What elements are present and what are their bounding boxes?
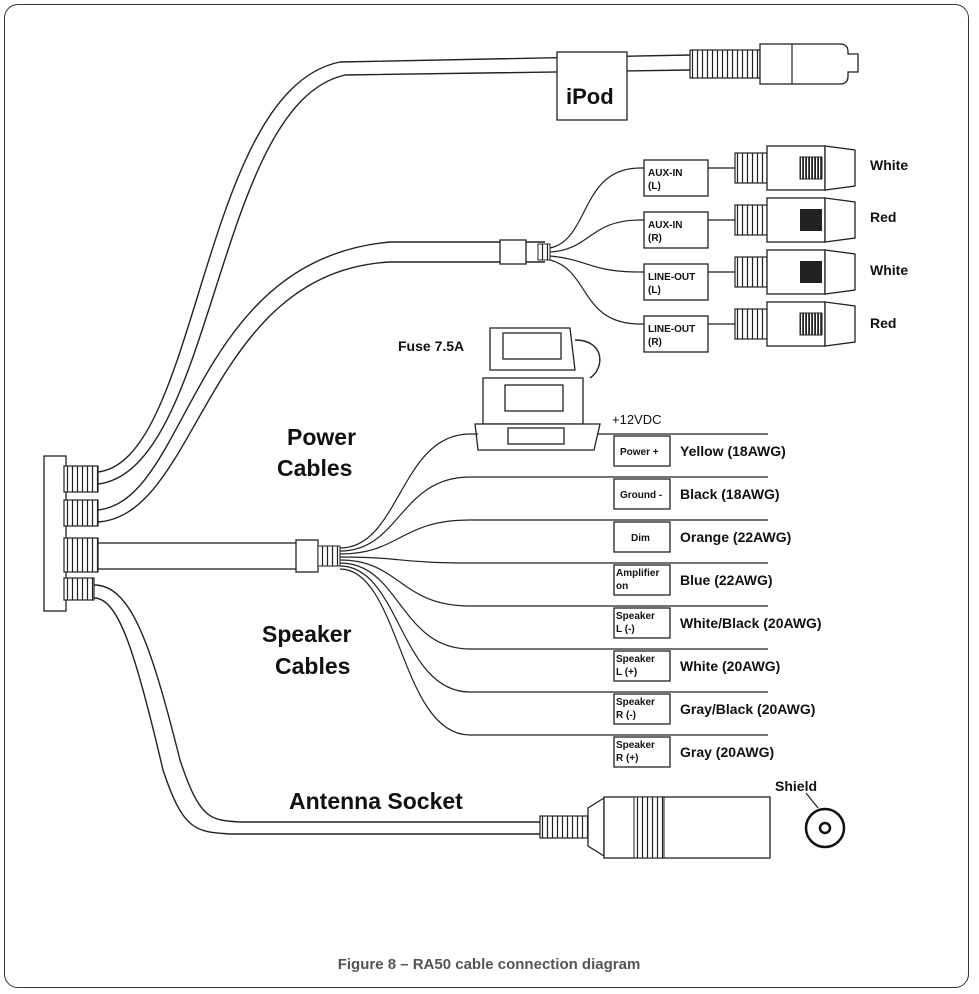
- rca-tag-1b: (L): [648, 181, 661, 192]
- antenna-cable: [93, 584, 771, 859]
- diagram-frame: [4, 4, 969, 988]
- shield-label: Shield: [775, 778, 817, 794]
- wire-color-spk-r-neg: Gray/Black (20AWG): [680, 701, 815, 717]
- wire-tag-amp-1: Amplifier: [616, 568, 659, 579]
- ipod-label-box: [556, 51, 628, 121]
- wire-tag-spk-r-pos-2: R (+): [616, 753, 639, 764]
- power-speaker-cable: [97, 433, 768, 736]
- rca-tag-1: AUX-IN: [648, 168, 682, 179]
- fuse-label: Fuse 7.5A: [398, 338, 464, 354]
- rca-tag-4: LINE-OUT: [648, 324, 695, 335]
- ipod-cable: [97, 43, 859, 485]
- wire-color-spk-l-neg: White/Black (20AWG): [680, 615, 822, 631]
- wire-color-dim: Orange (22AWG): [680, 529, 791, 545]
- rca-tag-3b: (L): [648, 285, 661, 296]
- wire-color-spk-l-pos: White (20AWG): [680, 658, 780, 674]
- vdc-label: +12VDC: [612, 412, 662, 427]
- rca-connectors: [643, 145, 856, 353]
- rca-color-2: Red: [870, 209, 896, 225]
- wire-color-ground: Black (18AWG): [680, 486, 780, 502]
- wire-tag-amp-2: on: [616, 581, 628, 592]
- wire-tag-spk-r-pos-1: Speaker: [616, 740, 655, 751]
- power-title-1: Power: [287, 424, 356, 450]
- figure-caption: Figure 8 – RA50 cable connection diagram: [338, 956, 641, 973]
- harness-connector-block: [43, 455, 99, 612]
- power-title-2: Cables: [277, 455, 352, 481]
- rca-tag-4b: (R): [648, 337, 662, 348]
- wire-tag-ground: Ground -: [620, 490, 662, 501]
- wire-color-amp: Blue (22AWG): [680, 572, 773, 588]
- wire-tag-spk-l-neg-1: Speaker: [616, 611, 655, 622]
- antenna-label: Antenna Socket: [289, 788, 463, 814]
- wire-tag-spk-r-neg-2: R (-): [616, 710, 636, 721]
- rca-color-4: Red: [870, 315, 896, 331]
- wire-tag-spk-l-neg-2: L (-): [616, 624, 635, 635]
- wire-color-power: Yellow (18AWG): [680, 443, 786, 459]
- speaker-title-1: Speaker: [262, 621, 352, 647]
- rca-tag-2b: (R): [648, 233, 662, 244]
- wire-color-spk-r-pos: Gray (20AWG): [680, 744, 774, 760]
- wire-tag-spk-l-pos-2: L (+): [616, 667, 637, 678]
- rca-color-3: White: [870, 262, 908, 278]
- rca-cable: [97, 167, 735, 523]
- speaker-title-2: Cables: [275, 653, 350, 679]
- wire-tag-power: Power +: [620, 447, 659, 458]
- wire-tag-spk-l-pos-1: Speaker: [616, 654, 655, 665]
- shield-icon: [804, 792, 846, 849]
- wire-tags: [613, 435, 671, 768]
- rca-tag-3: LINE-OUT: [648, 272, 695, 283]
- rca-tag-2: AUX-IN: [648, 220, 682, 231]
- wire-tag-spk-r-neg-1: Speaker: [616, 697, 655, 708]
- ipod-label: iPod: [566, 84, 614, 109]
- rca-color-1: White: [870, 157, 908, 173]
- wire-tag-dim: Dim: [631, 533, 650, 544]
- fuse-holder: [474, 327, 601, 451]
